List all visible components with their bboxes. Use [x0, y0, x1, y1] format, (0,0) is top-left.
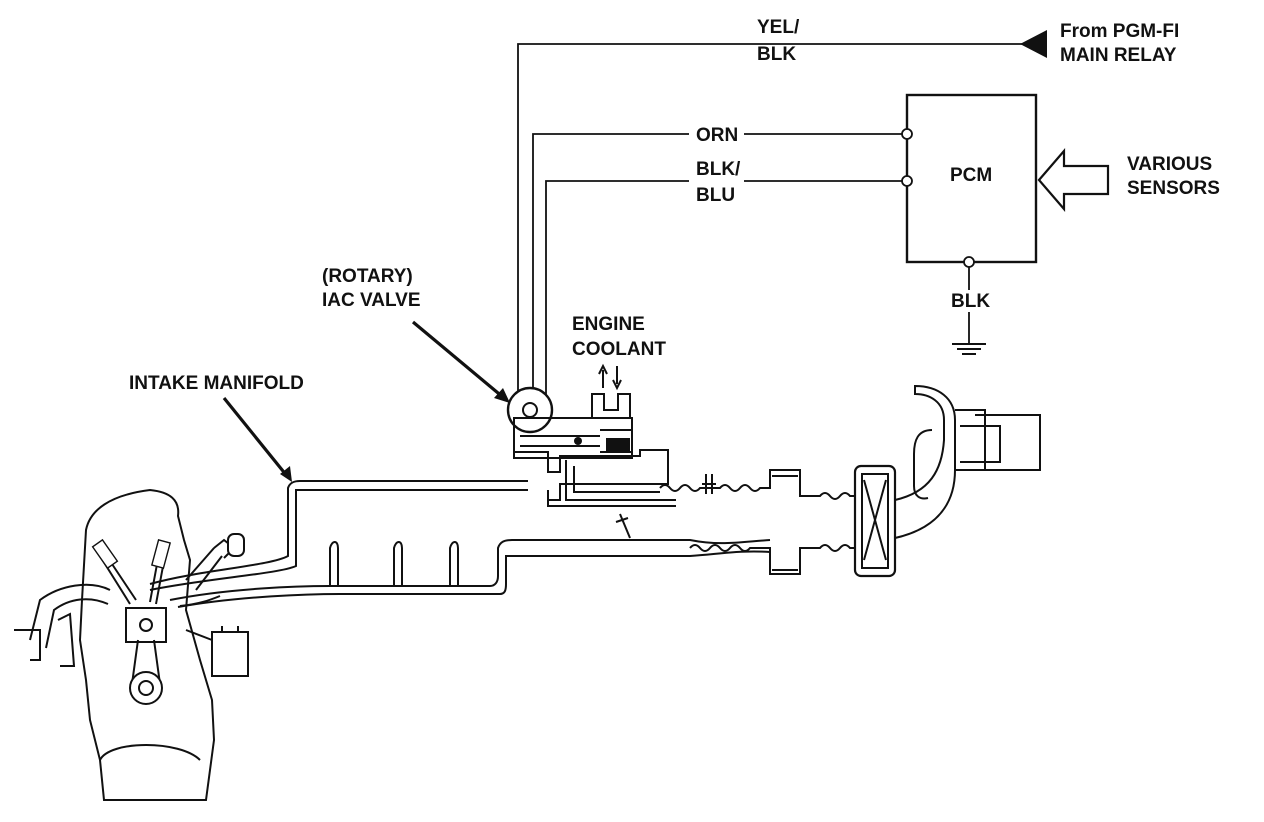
sensor-arrow-icon [1037, 148, 1110, 212]
ground-wire-label: BLK [951, 291, 990, 312]
main-relay-label-2: MAIN RELAY [1060, 45, 1177, 66]
coolant-label-2: COOLANT [572, 339, 666, 360]
engine-outline [78, 488, 216, 801]
air-cleaner-elbow [894, 384, 956, 539]
coolant-flow-icon [598, 363, 622, 391]
pcm-terminal-orn [901, 128, 913, 140]
labels: YEL/ BLK From PGM-FI MAIN RELAY ORN BLK/… [129, 17, 1220, 394]
pcm-label: PCM [950, 165, 992, 186]
intake-leader [222, 396, 289, 478]
main-intake-duct [169, 539, 771, 601]
wire-yel-blk-label-1: YEL/ [757, 17, 800, 38]
coolant-port [591, 393, 631, 418]
engine-block [14, 488, 249, 801]
wire-orn-label: ORN [696, 125, 738, 146]
ground-icon [952, 343, 986, 355]
yel-blk-wire [517, 43, 1022, 396]
lower-bellows [689, 544, 855, 575]
wire-yel-blk-label-2: BLK [757, 44, 796, 65]
leaders [222, 320, 510, 482]
wire-blk-blu-label-1: BLK/ [696, 159, 741, 180]
orn-wire [532, 133, 907, 394]
main-relay-label-1: From PGM-FI [1060, 21, 1179, 42]
coolant-label-1: ENGINE [572, 314, 645, 335]
iac-label-2: IAC VALVE [322, 290, 421, 311]
iac-leader-arrowhead [494, 388, 510, 403]
pcm-terminal-ground [963, 256, 975, 268]
intake-leader-arrowhead [280, 466, 292, 482]
upper-air-pipe [149, 480, 528, 585]
wire-blk-blu-label-2: BLU [696, 185, 735, 206]
intake-manifold-label: INTAKE MANIFOLD [129, 373, 304, 394]
sensors-label-1: VARIOUS [1127, 154, 1212, 175]
intake-piping [149, 384, 1041, 608]
iac-leader [411, 320, 506, 400]
air-cleaner-box [955, 409, 1041, 471]
relay-arrow-icon [1020, 30, 1047, 58]
upper-bellows [659, 469, 855, 500]
iac-label-1: (ROTARY) [322, 266, 413, 287]
sensor-box [211, 631, 249, 677]
iac-valve-assembly [506, 363, 716, 539]
wiring [517, 30, 1110, 398]
blk-blu-wire [545, 180, 907, 398]
sensors-label-2: SENSORS [1127, 178, 1220, 199]
pcm-terminal-blk-blu [901, 175, 913, 187]
